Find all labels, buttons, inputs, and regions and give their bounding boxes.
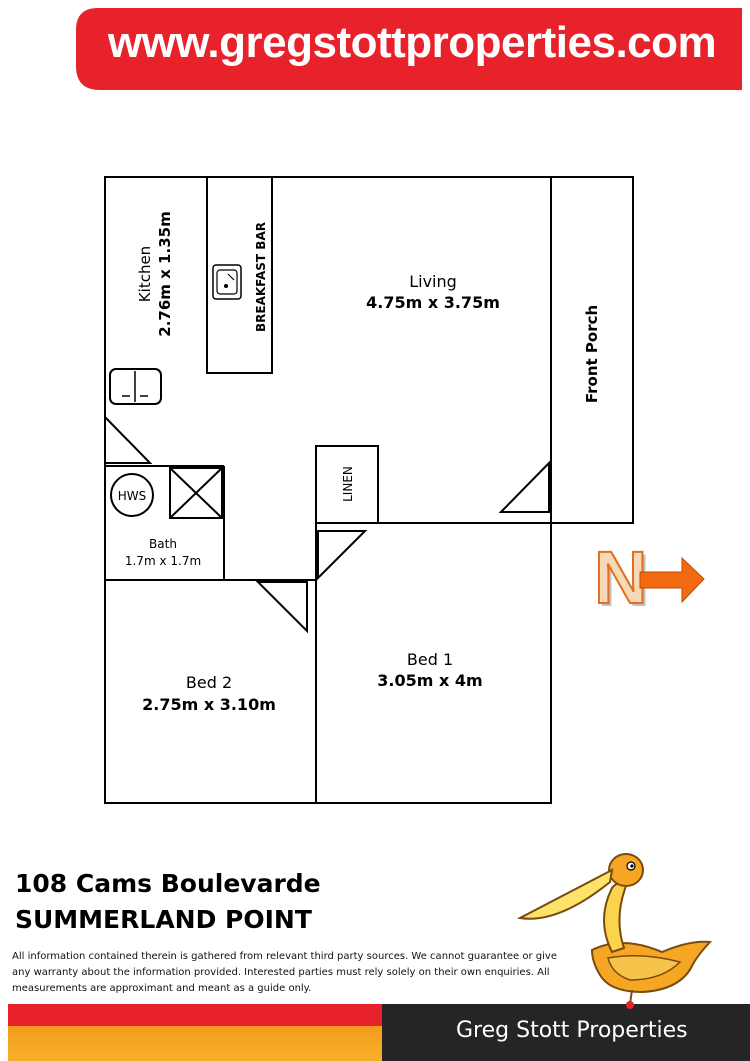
- disclaimer-text: All information contained therein is gat…: [12, 951, 557, 994]
- footer-bar: Greg Stott Properties: [0, 1004, 750, 1061]
- shower: [169, 467, 223, 519]
- breakfast-bar-label: BREAKFAST BAR: [254, 222, 268, 332]
- website-url-link[interactable]: www.gregstottproperties.com: [107, 18, 717, 67]
- linen-label: LINEN: [341, 466, 355, 502]
- door-bed2: [255, 581, 308, 634]
- hws-unit: [110, 473, 154, 517]
- kitchen-size: 2.76m x 1.35m: [156, 211, 174, 336]
- door-front: [498, 460, 550, 513]
- bed1-size: 3.05m x 4m: [377, 671, 482, 690]
- banner-shape: [76, 8, 742, 90]
- living-label: Living: [409, 272, 457, 291]
- hws-label: HWS: [118, 489, 147, 503]
- floor-plan: Kitchen 2.76m x 1.35m BREAKFAST BAR Livi…: [104, 176, 634, 804]
- website-banner: www.gregstottproperties.com: [0, 0, 750, 100]
- north-arrow-icon: [639, 556, 705, 604]
- bed1-label: Bed 1: [407, 650, 453, 669]
- north-compass: N: [588, 537, 718, 624]
- sink-icon: [212, 264, 242, 300]
- front-porch-label: Front Porch: [583, 305, 601, 403]
- street-address: 108 Cams Boulevarde: [15, 869, 321, 898]
- north-letter: N: [593, 536, 648, 619]
- property-address: 108 Cams Boulevarde SUMMERLAND POINT: [15, 866, 321, 938]
- bed2-label: Bed 2: [186, 673, 232, 692]
- door-kitchen: [104, 414, 153, 464]
- footer-accent-stripe: [8, 1004, 382, 1061]
- pelican-logo-icon: [516, 853, 713, 1009]
- door-bed1: [317, 530, 368, 581]
- front-porch-outline: [550, 176, 634, 524]
- living-size: 4.75m x 3.75m: [366, 293, 500, 312]
- bath-label: Bath: [149, 537, 177, 551]
- stove-icon: [109, 368, 162, 405]
- footer-brand-name: Greg Stott Properties: [456, 1018, 688, 1043]
- suburb-name: SUMMERLAND POINT: [15, 905, 312, 934]
- footer-dark-panel: [382, 1004, 750, 1061]
- bath-size: 1.7m x 1.7m: [125, 554, 201, 568]
- kitchen-label: Kitchen: [136, 246, 154, 302]
- bed2-size: 2.75m x 3.10m: [142, 695, 276, 714]
- breakfast-bar-outline: [206, 176, 273, 374]
